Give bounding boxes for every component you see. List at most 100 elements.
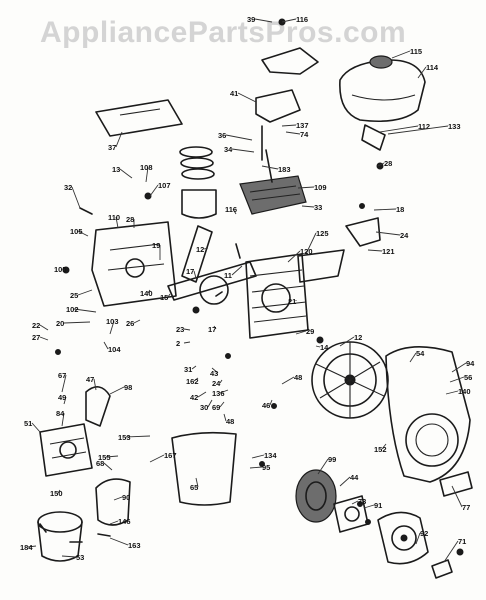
callout-leader <box>115 131 123 148</box>
callout-label: 12 <box>196 245 204 254</box>
callout-leader <box>301 205 315 208</box>
callout-label: 68 <box>96 459 104 468</box>
callout-label: 56 <box>464 373 472 382</box>
callout-leader <box>237 92 257 103</box>
callout-leader <box>71 186 81 209</box>
callout-label: 12 <box>354 333 362 342</box>
callout-label: 98 <box>124 383 132 392</box>
callout-label: 105 <box>54 265 67 274</box>
callout-label: 39 <box>247 15 255 24</box>
callout-leader <box>367 249 383 252</box>
fasteners <box>39 18 464 556</box>
callout-leader <box>207 399 213 408</box>
callout-leader <box>145 166 149 183</box>
callout-leader <box>339 476 351 487</box>
callout-leader <box>219 389 229 394</box>
callout-label: 150 <box>50 489 63 498</box>
callout-leader <box>39 336 49 341</box>
callout-label: 91 <box>374 501 382 510</box>
callout-leader <box>103 462 113 471</box>
callout-leader <box>197 391 207 398</box>
callout-label: 77 <box>462 503 470 512</box>
callout-label: 23 <box>176 325 184 334</box>
callout-leader <box>211 367 219 374</box>
crankshaft <box>167 261 257 305</box>
callout-leader <box>183 328 191 331</box>
callout-leader <box>113 496 123 501</box>
callout-label: 108 <box>140 163 153 172</box>
callout-leader <box>61 374 67 393</box>
callout-leader <box>57 489 61 494</box>
callout-leader <box>125 435 151 438</box>
callout-label: 21 <box>288 297 296 306</box>
callout-label: 13 <box>112 165 120 174</box>
rocker-bracket <box>255 89 301 123</box>
callout-label: 69 <box>212 403 220 412</box>
callout-leader <box>317 458 329 475</box>
callout-label: 99 <box>328 455 336 464</box>
callout-leader <box>109 520 119 525</box>
callout-leader <box>77 289 93 296</box>
callout-leader <box>251 454 265 459</box>
carburetor <box>39 423 93 477</box>
callout-label: 53 <box>76 553 84 562</box>
callout-label: 167 <box>164 451 177 460</box>
callout-leader <box>281 376 295 385</box>
crankcase <box>91 221 177 307</box>
callout-leader <box>363 504 375 509</box>
callout-leader <box>305 232 317 255</box>
callout-label: 47 <box>86 375 94 384</box>
callout-leader <box>61 268 67 271</box>
callout-label: 25 <box>70 291 78 300</box>
callout-label: 48 <box>226 417 234 426</box>
cover-plate <box>171 431 237 506</box>
bracket-plate <box>261 47 319 75</box>
callout-label: 15 <box>160 293 168 302</box>
callout-leader <box>375 231 401 236</box>
cylinder-head <box>239 175 307 215</box>
callout-label: 152 <box>374 445 387 454</box>
callout-leader <box>191 365 197 370</box>
callout-leader <box>373 208 397 211</box>
callout-label: 51 <box>24 419 32 428</box>
callout-leader <box>73 308 97 313</box>
callout-label: 121 <box>382 247 395 256</box>
callout-label: 105 <box>70 227 83 236</box>
callout-leader <box>351 500 359 505</box>
callout-label: 46 <box>262 401 270 410</box>
callout-leader <box>133 319 141 324</box>
callout-label: 18 <box>396 205 404 214</box>
governor-link <box>345 217 381 247</box>
callout-label: 20 <box>56 319 64 328</box>
callout-leader <box>225 134 253 141</box>
fuel-tank <box>339 55 426 151</box>
callout-label: 49 <box>58 393 66 402</box>
callout-leader <box>339 336 355 347</box>
callout-leader <box>193 270 197 279</box>
cylinder-block <box>245 253 309 339</box>
callout-label: 30 <box>200 403 208 412</box>
callout-leader <box>417 66 427 79</box>
callout-label: 43 <box>210 369 218 378</box>
callout-label: 22 <box>32 321 40 330</box>
callout-label: 109 <box>314 183 327 192</box>
filter-body <box>95 478 131 526</box>
recoil-starter <box>377 511 429 565</box>
callout-label: 140 <box>140 289 153 298</box>
callout-label: 42 <box>190 393 198 402</box>
callout-leader <box>409 352 417 363</box>
callout-leader <box>281 18 297 23</box>
callout-label: 125 <box>316 229 329 238</box>
callout-leader <box>63 396 67 405</box>
callout-leader <box>63 321 91 324</box>
callout-label: 153 <box>118 433 131 442</box>
piston <box>181 189 217 219</box>
callout-label: 19 <box>152 241 160 250</box>
callout-leader <box>61 412 65 427</box>
callout-leader <box>415 532 421 545</box>
manual-booklet <box>95 99 183 137</box>
callout-leader <box>295 330 307 335</box>
callout-leader <box>445 390 459 395</box>
